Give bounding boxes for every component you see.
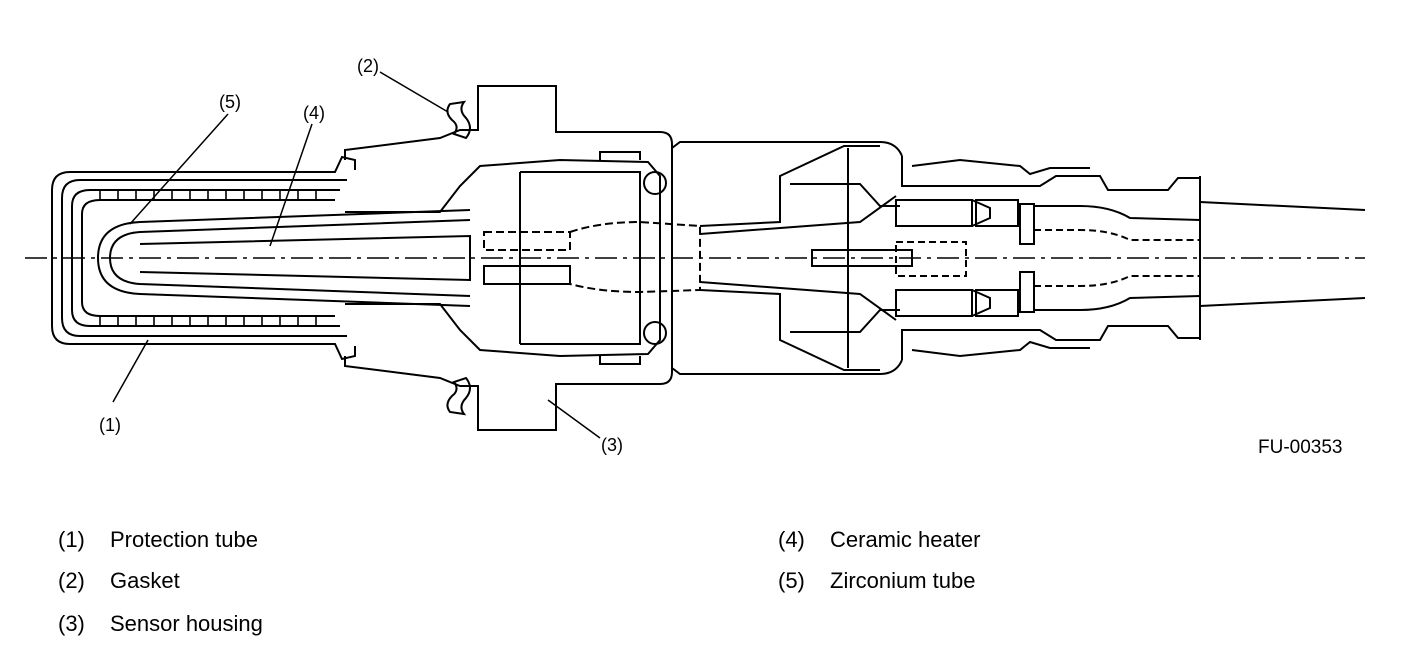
sensor-outer-body: [672, 142, 966, 374]
legend-number: (5): [778, 568, 805, 593]
figure-id: FU-00353: [1258, 437, 1343, 458]
callout-3: (3): [601, 435, 623, 455]
legend-number: (2): [58, 568, 85, 593]
leader-3: [548, 400, 600, 438]
callout-4: (4): [303, 103, 325, 123]
legend-item-zirconium-tube: (5) Zirconium tube: [778, 569, 976, 593]
callout-5: (5): [219, 92, 241, 112]
legend-label: Zirconium tube: [830, 568, 976, 593]
leader-2: [380, 72, 448, 112]
callout-2: (2): [357, 56, 379, 76]
leader-4: [270, 124, 312, 246]
leader-lines: [113, 72, 600, 438]
legend-item-ceramic-heater: (4) Ceramic heater: [778, 528, 980, 552]
legend-label: Gasket: [110, 568, 180, 593]
legend-number: (4): [778, 527, 805, 552]
legend-label: Protection tube: [110, 527, 258, 552]
legend-item-sensor-housing: (3) Sensor housing: [58, 612, 263, 636]
leader-5: [130, 114, 228, 224]
ceramic-heater: [140, 222, 700, 292]
connector-terminals: [896, 156, 1200, 360]
leader-1: [113, 340, 148, 402]
legend-label: Ceramic heater: [830, 527, 981, 552]
sensor-cable: [1200, 176, 1365, 340]
legend-item-protection-tube: (1) Protection tube: [58, 528, 258, 552]
protection-tube: [52, 157, 355, 359]
gasket: [447, 102, 470, 414]
zirconium-tube: [98, 210, 470, 306]
legend-number: (1): [58, 527, 85, 552]
legend-item-gasket: (2) Gasket: [58, 569, 180, 593]
callout-1: (1): [99, 415, 121, 435]
legend-number: (3): [58, 611, 85, 636]
sensor-housing: [345, 86, 672, 430]
oxygen-sensor-cross-section: [0, 0, 1408, 470]
legend-label: Sensor housing: [110, 611, 263, 636]
